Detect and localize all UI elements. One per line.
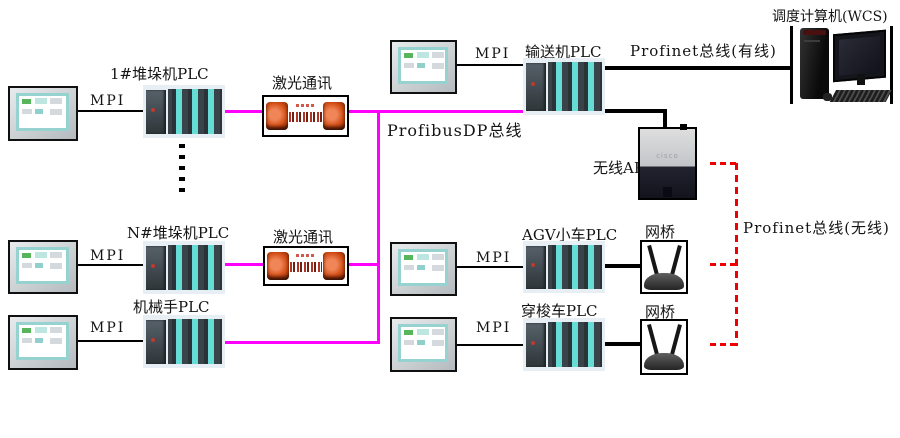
bridge-agv-label: 网桥 [645, 223, 676, 241]
ap-brand-marking: cisco [656, 152, 679, 161]
profinet-wireless-stub-shuttle [710, 343, 737, 346]
hmi-panel-icon-agv [390, 242, 457, 296]
profinet-wireless-label: Profinet总线(无线) [743, 219, 890, 237]
profibus-label: ProfibusDP总线 [387, 121, 523, 140]
hmi-panel-icon-robot [8, 315, 78, 370]
bridge-shuttle-label: 网桥 [645, 303, 676, 321]
plc-icon-stackerN [143, 241, 225, 294]
computer-mouse [823, 93, 832, 101]
ap-link-line-v [663, 109, 667, 129]
mpi-line-stacker1 [72, 110, 143, 112]
laser-link1-label: 激光通讯 [272, 74, 333, 92]
profibus-row2-left [223, 263, 263, 266]
profibus-vertical [377, 110, 380, 344]
hmi-screen [16, 322, 69, 360]
agv-plc-label: AGV小车PLC [522, 226, 618, 244]
stackerN-plc-label: N#堆垛机PLC [127, 224, 230, 242]
mpi-line-stackerN [72, 264, 143, 266]
profibus-row1-left [223, 110, 262, 113]
computer-keyboard [829, 89, 893, 102]
scheduler-pc-label: 调度计算机(WCS) [772, 9, 888, 25]
network-bridge-icon-agv [640, 240, 688, 294]
ellipsis-icon [179, 144, 185, 192]
plc-icon-robot [143, 315, 225, 368]
profinet-wired-label: Profinet总线(有线) [630, 42, 777, 60]
mpi-line-robot [72, 340, 143, 342]
hmi-panel-icon-stackerN [8, 240, 78, 294]
mpi-label-stacker1: MPI [90, 93, 126, 109]
shuttle-plc-label: 穿梭车PLC [521, 302, 598, 320]
mpi-label-conveyor: MPI [475, 46, 511, 62]
profibus-row3 [223, 341, 380, 344]
hmi-panel-icon-conveyor [390, 40, 457, 94]
computer-monitor-stand [857, 74, 865, 86]
plc-icon-stacker1 [143, 85, 225, 138]
stacker1-plc-label: 1#堆垛机PLC [110, 65, 209, 83]
profibus-row2-right [345, 263, 380, 266]
mpi-line-shuttle [453, 344, 523, 346]
profibus-horizontal [345, 110, 528, 113]
shuttle-bridge-line [603, 342, 641, 346]
profinet-wireless-vertical [735, 163, 738, 346]
desktop-computer-icon [790, 26, 893, 104]
laser-transceiver-icon-1 [262, 95, 349, 137]
hmi-screen [398, 47, 448, 84]
laser-transceiver-icon-2 [263, 246, 349, 286]
mpi-label-stackerN: MPI [90, 248, 126, 264]
wireless-ap-icon: cisco [638, 124, 697, 200]
hmi-panel-icon-shuttle [390, 317, 457, 372]
robot-plc-label: 机械手PLC [133, 298, 210, 316]
hmi-screen [398, 249, 448, 286]
mpi-label-robot: MPI [90, 320, 126, 336]
mpi-label-shuttle: MPI [476, 320, 512, 336]
computer-tower [799, 28, 829, 99]
network-bridge-icon-shuttle [640, 319, 688, 375]
plc-icon-agv [523, 241, 605, 293]
laser-link2-label: 激光通讯 [273, 228, 334, 246]
conveyor-plc-label: 输送机PLC [525, 43, 602, 61]
wireless-ap-label: 无线AP [593, 159, 644, 177]
profinet-wired-line [603, 66, 793, 70]
plc-icon-conveyor [523, 58, 605, 115]
ap-link-line-h [600, 109, 667, 113]
mpi-line-agv [453, 266, 523, 268]
agv-bridge-line [603, 264, 641, 268]
hmi-screen [16, 93, 69, 131]
hmi-panel-icon-stacker1 [8, 86, 78, 141]
plc-icon-shuttle [523, 318, 605, 371]
profinet-wireless-stub-ap [710, 162, 737, 165]
hmi-screen [398, 324, 448, 362]
mpi-label-agv: MPI [476, 250, 512, 266]
mpi-line-conveyor [452, 64, 523, 66]
hmi-screen [16, 247, 69, 284]
profinet-wireless-stub-agv [710, 263, 737, 266]
